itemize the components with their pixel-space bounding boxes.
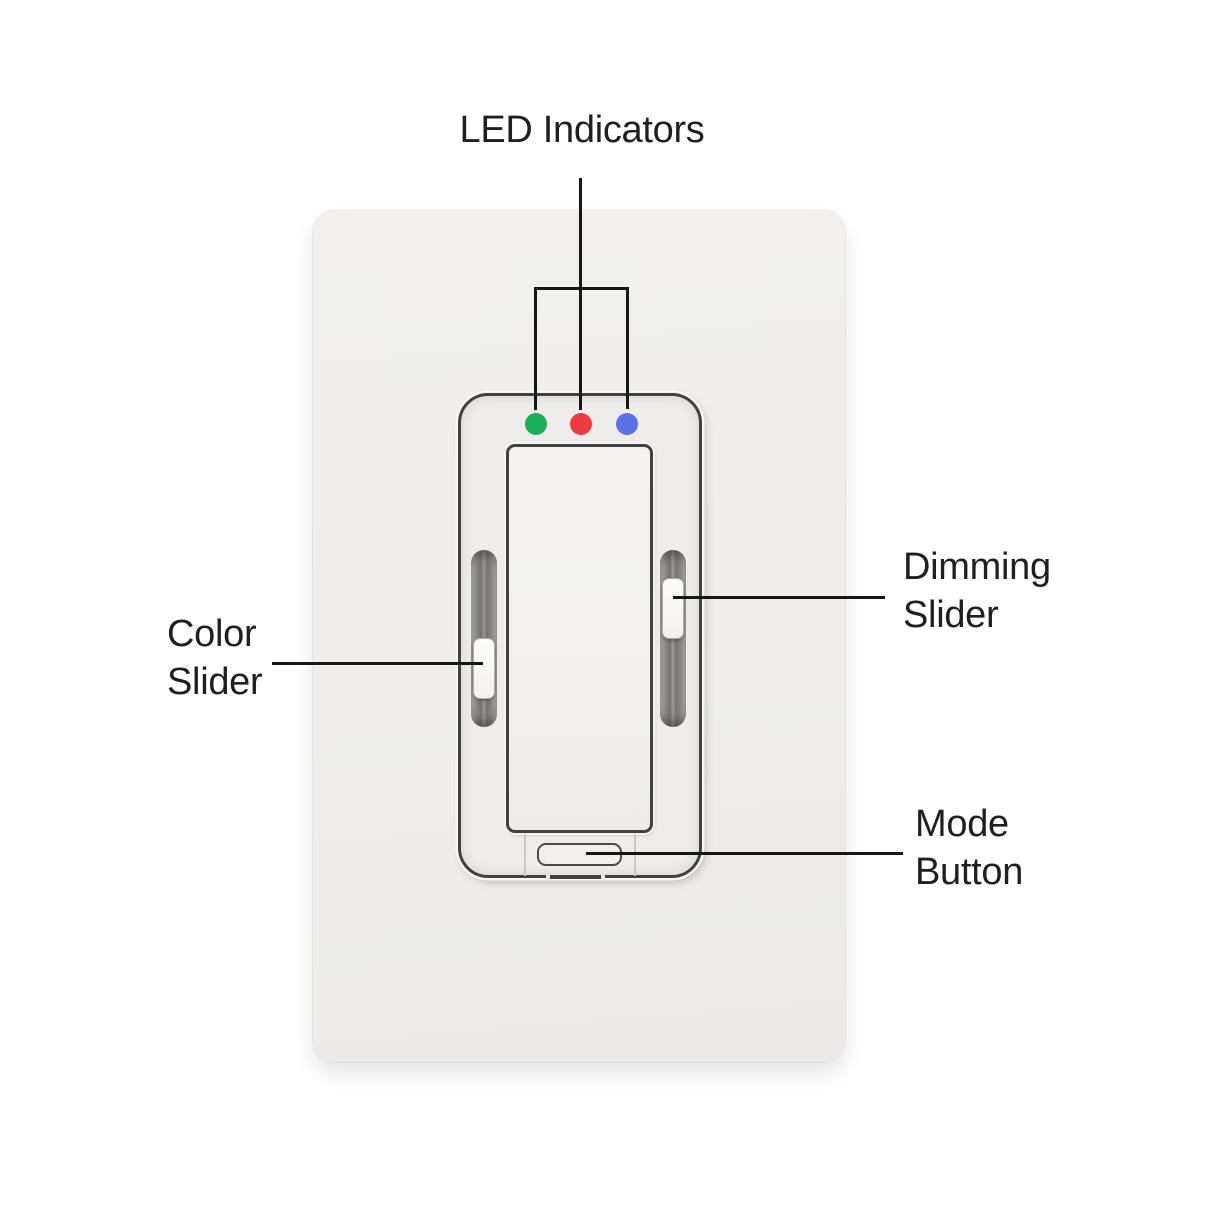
- dimming-slider-label: Dimming Slider: [903, 543, 1051, 639]
- mode-button-label: Mode Button: [915, 800, 1023, 896]
- callout-line-color-slider: [272, 662, 483, 665]
- bezel-notch: [546, 874, 550, 880]
- callout-line-led-stem: [579, 178, 582, 410]
- callout-line-led-blue-drop: [626, 287, 629, 409]
- label-line: Button: [915, 851, 1024, 893]
- callout-line-mode-button: [586, 852, 903, 855]
- green-led-indicator: [525, 413, 547, 435]
- red-led-indicator: [570, 413, 592, 435]
- label-line: Color: [167, 613, 257, 655]
- callout-line-led-green-drop: [534, 287, 537, 410]
- callout-line-led-bracket: [534, 287, 629, 290]
- dimming-slider-thumb[interactable]: [662, 578, 684, 639]
- mode-button-recess: [524, 834, 636, 876]
- blue-led-indicator: [616, 413, 638, 435]
- bezel-bottom-tab: [549, 875, 601, 879]
- label-line: Slider: [167, 661, 263, 703]
- label-line: Dimming: [903, 546, 1051, 588]
- led-indicators-label: LED Indicators: [459, 109, 705, 151]
- label-line: Slider: [903, 594, 999, 636]
- callout-line-dimming-slider: [673, 596, 885, 599]
- dimmer-paddle[interactable]: [506, 444, 653, 833]
- label-line: Mode: [915, 803, 1009, 845]
- color-slider-thumb[interactable]: [473, 638, 495, 699]
- color-slider-label: Color Slider: [167, 610, 263, 706]
- bezel-notch: [601, 874, 605, 880]
